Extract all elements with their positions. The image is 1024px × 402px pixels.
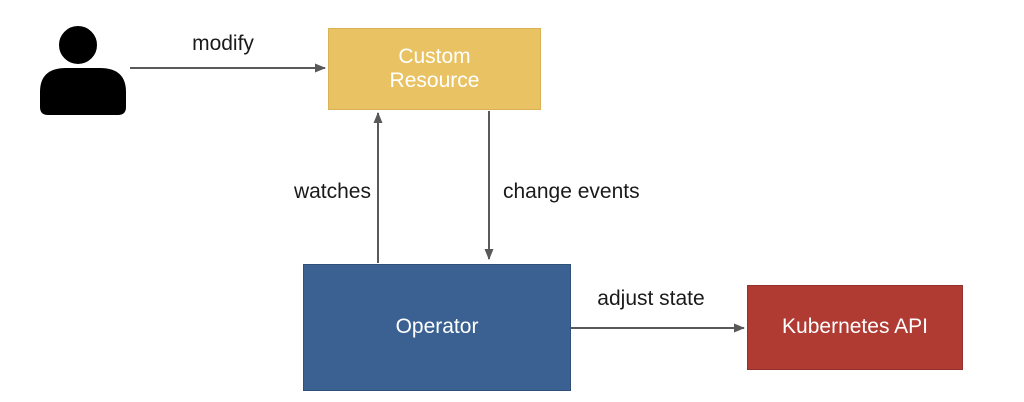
edge-change-events-label: change events <box>503 180 640 203</box>
edge-modify-label: modify <box>192 32 254 55</box>
node-operator-label: Operator <box>395 315 479 339</box>
node-custom-resource-label: Custom Resource <box>389 44 480 92</box>
node-custom-resource: Custom Resource <box>328 28 541 110</box>
person-body <box>40 68 126 115</box>
person-head <box>55 22 101 68</box>
person-icon <box>40 22 126 115</box>
edge-watches-label: watches <box>293 180 371 203</box>
node-kubernetes-api-label: Kubernetes API <box>782 315 928 339</box>
node-operator: Operator <box>303 264 571 391</box>
node-kubernetes-api: Kubernetes API <box>747 285 963 370</box>
edge-adjust-state-label: adjust state <box>597 287 705 310</box>
